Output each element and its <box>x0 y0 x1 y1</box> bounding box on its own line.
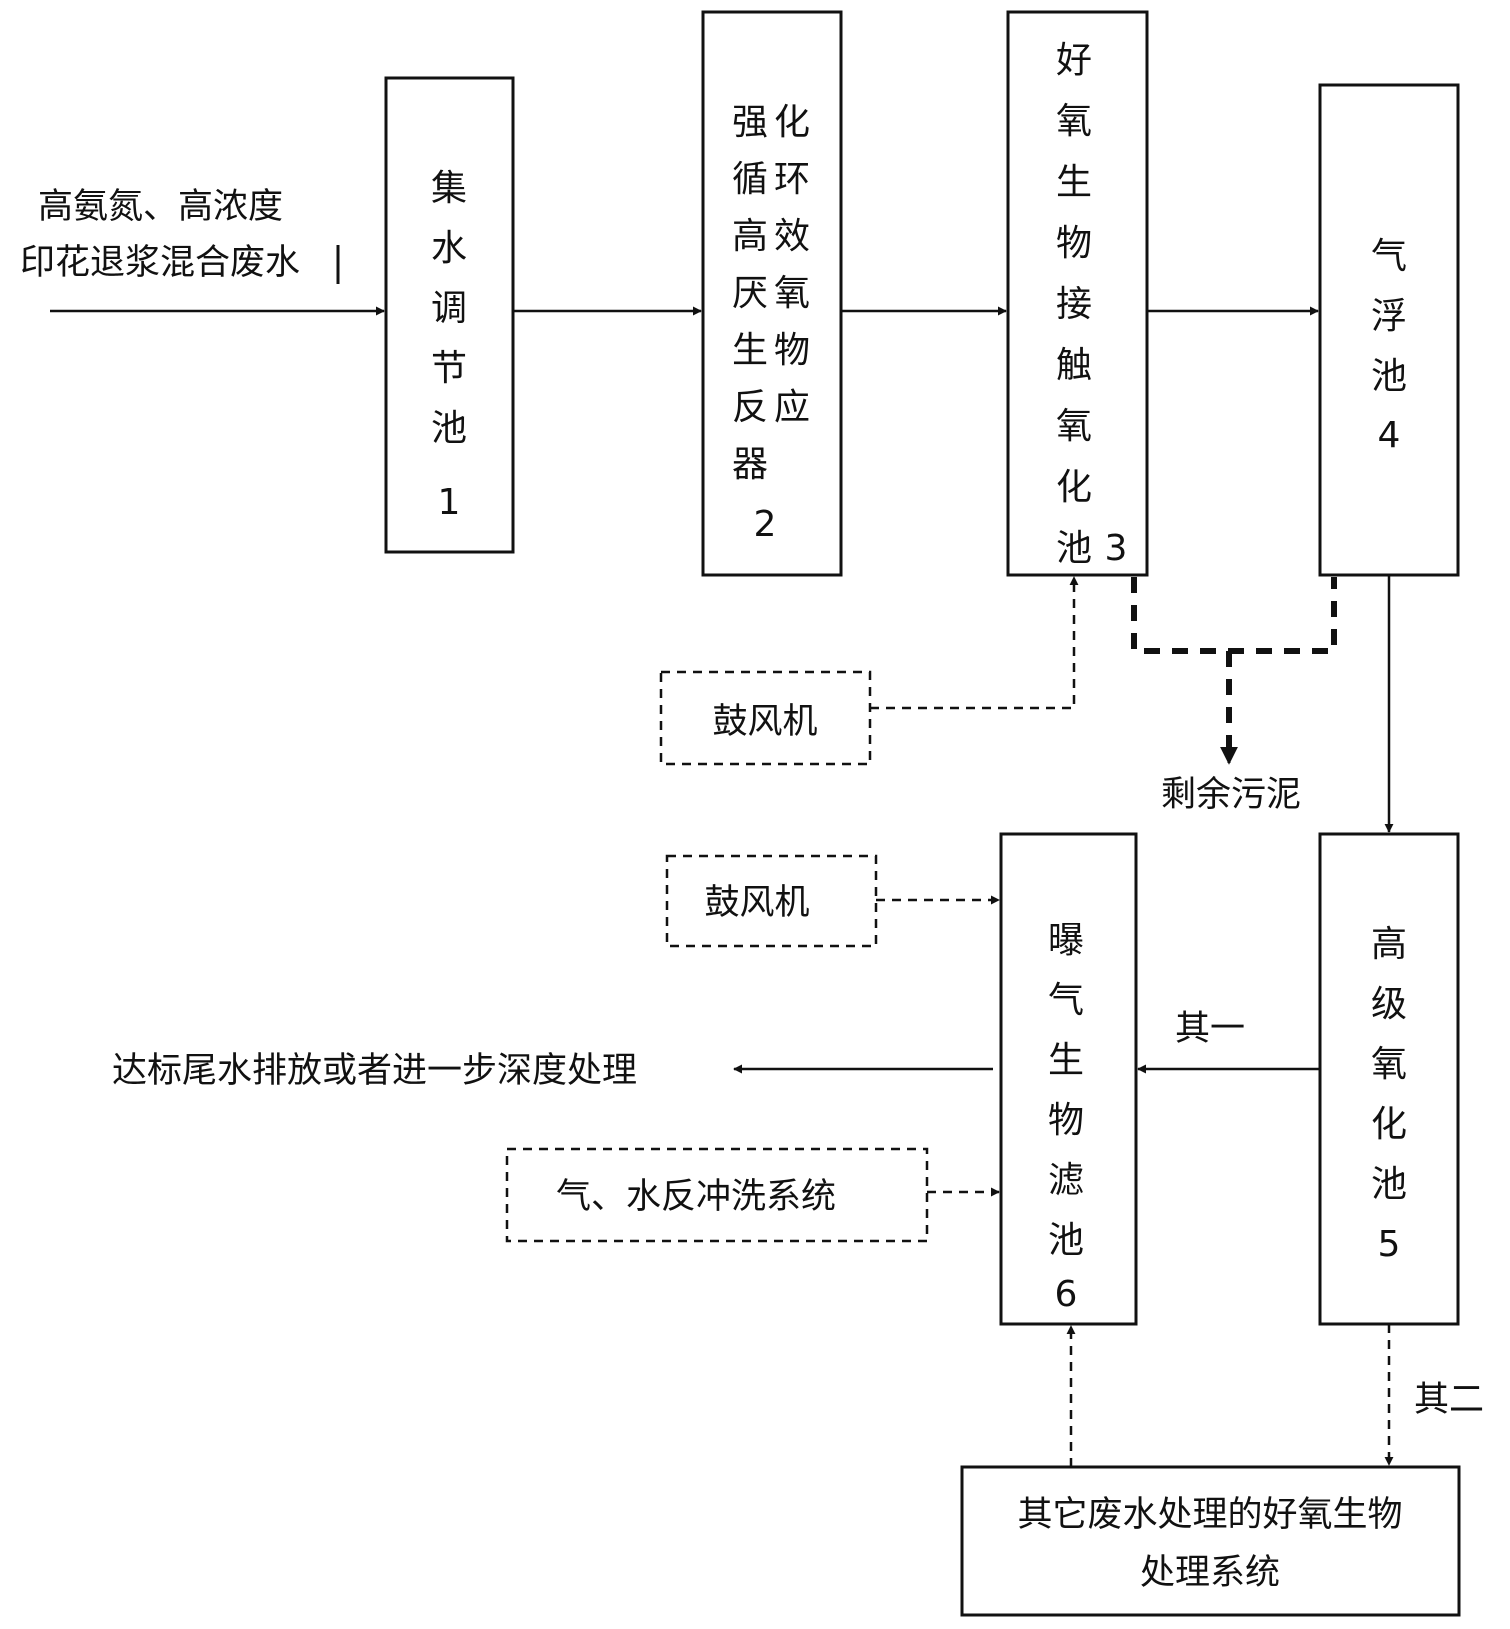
box2-char: 物 <box>774 330 810 371</box>
box5-char: 级 <box>1371 984 1407 1025</box>
box6-char: 池 <box>1048 1220 1084 1261</box>
box4-char: 气 <box>1371 236 1407 277</box>
box2-char: 循 <box>732 159 768 200</box>
input-label-line2: 印花退浆混合废水 <box>20 243 300 283</box>
box1-char: 水 <box>431 228 467 269</box>
box-contact-oxidation-tank: 好 氧 生 物 接 触 氧 化 池 3 <box>1006 10 1149 577</box>
backwash-label: 气、水反冲洗系统 <box>556 1177 836 1217</box>
box3-char: 化 <box>1056 467 1092 508</box>
input-label: 高氨氮、高浓度 印花退浆混合废水 <box>20 187 340 284</box>
box2-char: 化 <box>774 102 810 143</box>
option-1-label: 其一 <box>1175 1009 1245 1049</box>
box-anaerobic-reactor: 强 循 高 厌 生 反 器 化 环 效 氧 物 应 2 <box>701 10 843 577</box>
box6-char: 生 <box>1048 1040 1084 1081</box>
box-collection-tank-frame <box>384 76 515 554</box>
box4-char: 浮 <box>1371 296 1407 337</box>
box1-char: 池 <box>431 408 467 449</box>
box-advanced-oxidation-tank: 高 级 氧 化 池 5 <box>1318 832 1460 1326</box>
box5-number: 5 <box>1378 1224 1401 1265</box>
box-contact-oxidation-tank-frame <box>1006 10 1149 577</box>
box-anaerobic-reactor-frame <box>701 10 843 577</box>
box6-char: 曝 <box>1048 920 1084 961</box>
blower-box-2-frame <box>665 854 878 948</box>
box-biological-aerated-filter: 曝 气 生 物 滤 池 6 <box>999 832 1138 1326</box>
box3-char: 触 <box>1056 345 1092 386</box>
box-collection-tank: 集 水 调 节 池 1 <box>384 76 515 554</box>
sludge-collection-line <box>1131 577 1337 748</box>
box6-char: 滤 <box>1048 1160 1084 1201</box>
box6-number: 6 <box>1055 1274 1078 1315</box>
box2-char: 强 <box>732 102 768 143</box>
box5-char: 池 <box>1371 1164 1407 1205</box>
box2-number: 2 <box>754 504 777 545</box>
box-advanced-oxidation-tank-frame <box>1318 832 1460 1326</box>
output-label: 达标尾水排放或者进一步深度处理 <box>112 1051 637 1091</box>
box5-char: 氧 <box>1371 1044 1407 1085</box>
blower-box-1-frame <box>659 670 872 766</box>
box-other-aerobic-system-frame <box>960 1465 1461 1617</box>
box2-char: 反 <box>732 387 768 428</box>
arrow-blower1-to-box3 <box>870 576 1079 710</box>
box5-char: 高 <box>1371 924 1407 965</box>
box3-char: 生 <box>1056 162 1092 203</box>
box2-char: 生 <box>732 330 768 371</box>
input-label-line1: 高氨氮、高浓度 <box>38 187 283 227</box>
box3-char: 池 <box>1056 528 1092 569</box>
box1-char: 调 <box>431 288 467 329</box>
box2-char: 厌 <box>732 273 768 314</box>
blower-label-1: 鼓风机 <box>712 702 817 742</box>
solid-flow-arrows <box>50 306 1394 1074</box>
box3-char: 氧 <box>1056 406 1092 447</box>
box-other-aerobic-system: 其它废水处理的好氧生物 处理系统 <box>960 1465 1461 1617</box>
box-flotation-tank: 气 浮 池 4 <box>1318 83 1460 577</box>
box3-char: 接 <box>1056 284 1092 325</box>
box3-char: 物 <box>1056 223 1092 264</box>
box3-number: 3 <box>1105 528 1128 569</box>
box3-char: 氧 <box>1056 101 1092 142</box>
box2-char: 氧 <box>774 273 810 314</box>
dashed-flow-arrows <box>870 576 1394 1467</box>
box1-number: 1 <box>438 482 461 523</box>
box2-char: 环 <box>774 159 810 200</box>
box1-char: 集 <box>431 168 467 209</box>
blower-box-1: 鼓风机 <box>659 670 872 766</box>
box2-char: 效 <box>774 216 810 257</box>
option-2-label: 其二 <box>1414 1380 1484 1420</box>
box6-char: 气 <box>1048 980 1084 1021</box>
box3-char: 好 <box>1056 40 1092 81</box>
box2-char: 应 <box>774 387 810 428</box>
backwash-box: 气、水反冲洗系统 <box>505 1147 929 1243</box>
box2-char: 高 <box>732 216 768 257</box>
box4-number: 4 <box>1378 415 1401 456</box>
blower-label-2: 鼓风机 <box>704 883 809 923</box>
box2-char: 器 <box>732 444 768 485</box>
other-system-line2: 处理系统 <box>1140 1553 1280 1593</box>
box4-char: 池 <box>1371 356 1407 397</box>
box5-char: 化 <box>1371 1104 1407 1145</box>
box6-char: 物 <box>1048 1100 1084 1141</box>
other-system-line1: 其它废水处理的好氧生物 <box>1017 1495 1402 1535</box>
sludge-label: 剩余污泥 <box>1161 775 1301 815</box>
box1-char: 节 <box>431 348 467 389</box>
box-biological-aerated-filter-frame <box>999 832 1138 1326</box>
backwash-box-frame <box>505 1147 929 1243</box>
blower-box-2: 鼓风机 <box>665 854 878 948</box>
